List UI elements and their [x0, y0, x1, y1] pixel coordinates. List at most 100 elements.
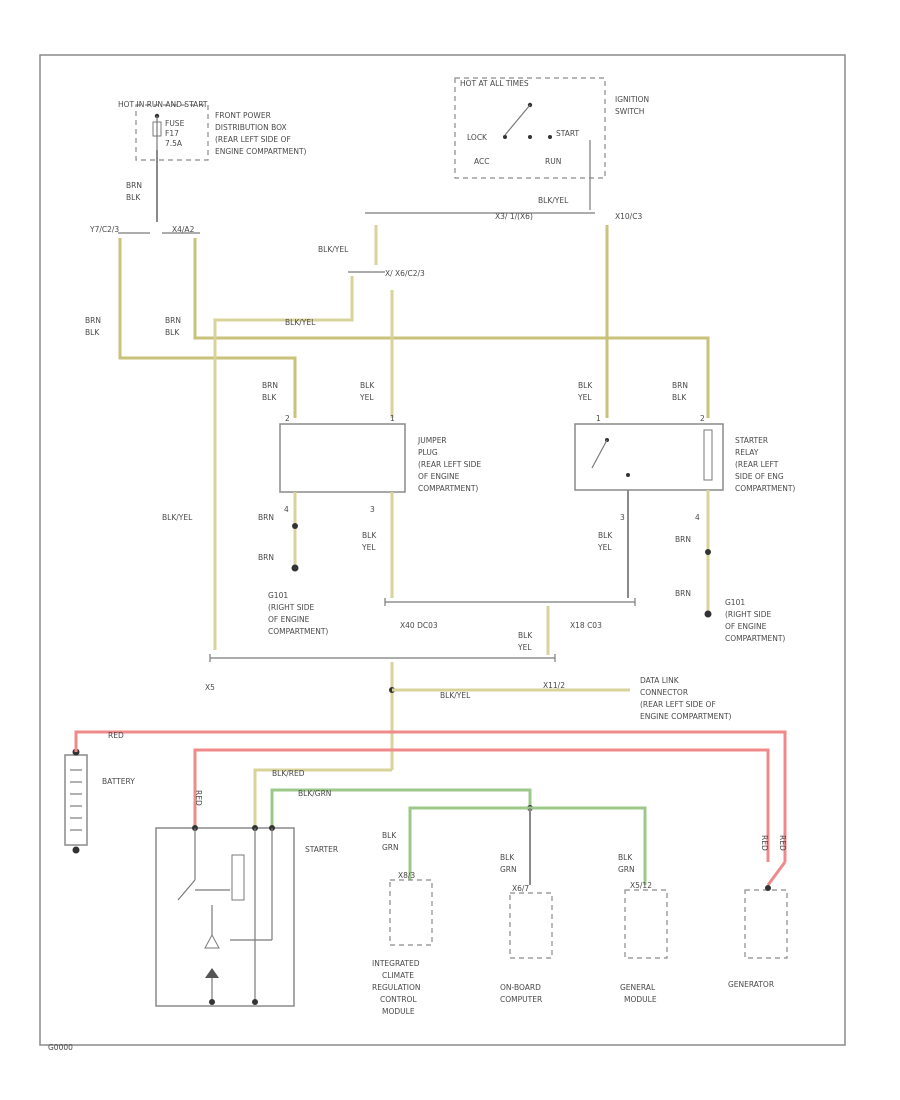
wire-jp-yel-b: YEL [361, 543, 376, 552]
g2-0: G101 [725, 598, 745, 607]
sr-pin-4: 4 [695, 513, 700, 522]
dl-label-2: (REAR LEFT SIDE OF [640, 700, 716, 709]
battery-label: BATTERY [102, 777, 135, 786]
ignition-switch: HOT AT ALL TIMES LOCK START ACC RUN IGNI… [454, 77, 649, 179]
wire-sr-brn-b: BRN [675, 589, 691, 598]
wire-jp-yel-top2: YEL [359, 393, 374, 402]
conn-ign-main: X3/ 1/(X6) [495, 212, 533, 221]
wire-red-gen2: RED [778, 835, 787, 851]
jp-label-0: JUMPER [417, 436, 447, 445]
wire-blk-yel-3: BLK/YEL [285, 318, 316, 327]
jp-label-1: PLUG [418, 448, 438, 457]
sr-pin-1: 1 [596, 414, 601, 423]
fuse-block-title: HOT IN RUN AND START [118, 100, 208, 109]
conn-ign-right: X10/C3 [615, 212, 642, 221]
sr-pin-2: 2 [700, 414, 705, 423]
sr-label-4: COMPARTMENT) [735, 484, 795, 493]
wire-sr-blk-b: BLK [598, 531, 613, 540]
generator: GENERATOR [728, 885, 788, 989]
gm-0: GENERAL [620, 983, 656, 992]
sr-label-1: RELAY [735, 448, 759, 457]
dl-label-0: DATA LINK [640, 676, 680, 685]
jp-pin-bl: 4 [284, 505, 289, 514]
ign-pos-lock: LOCK [467, 133, 488, 142]
wire-red-left: RED [194, 790, 203, 806]
wire-dl-blk-yel: BLK/YEL [440, 691, 471, 700]
icrcm-1: CLIMATE [382, 971, 414, 980]
obc-0: ON-BOARD [500, 983, 541, 992]
jp-label-3: OF ENGINE [418, 472, 460, 481]
starter: STARTER [155, 825, 338, 1007]
sr-label-0: STARTER [735, 436, 768, 445]
ign-label-0: IGNITION [615, 95, 649, 104]
icrcm-3: CONTROL [380, 995, 417, 1004]
dl-pin: X11/2 [543, 681, 565, 690]
starter-relay: BLK YEL BRN BLK 1 2 3 4 STARTER RELAY (R… [574, 381, 795, 522]
wire-jp-brn-top: BRN [262, 381, 278, 390]
obc-module: X6/7 ON-BOARD COMPUTER [500, 884, 553, 1004]
figure-id: G0000 [48, 1043, 73, 1052]
wire-blk-yel-2: BLK/YEL [318, 245, 349, 254]
splice-bottom: X5 [205, 683, 215, 692]
ign-pos-start: START [556, 129, 580, 138]
fuse-block: HOT IN RUN AND START FUSE F17 7.5A FRONT… [118, 100, 307, 161]
sr-label-2: (REAR LEFT [735, 460, 779, 469]
wire-brn-2: BRN [85, 316, 101, 325]
wire-obc-blk: BLK [500, 853, 515, 862]
g1-0: G101 [268, 591, 288, 600]
wire-jp-brn-b: BRN [258, 553, 274, 562]
wire-bus-blk: BLK [518, 631, 533, 640]
wire-jp-blk-top: BLK [262, 393, 277, 402]
battery: BATTERY [64, 748, 135, 854]
icrcm-pin: X8/3 [398, 871, 415, 880]
splice-left: X40 DC03 [400, 621, 438, 630]
wire-blk-yel-ign: BLK/YEL [538, 196, 569, 205]
gm-module: X5/12 GENERAL MODULE [620, 881, 668, 1004]
jp-label-4: COMPARTMENT) [418, 484, 478, 493]
fuse-rating: 7.5A [165, 139, 183, 148]
g1-2: OF ENGINE [268, 615, 310, 624]
wire-sr-yel-b: YEL [597, 543, 612, 552]
jp-pin-br: 3 [370, 505, 375, 514]
conn-mid: X/ X6/C2/3 [385, 269, 425, 278]
wire-gm-blk: BLK [618, 853, 633, 862]
wire-sr-brn-a: BRN [675, 535, 691, 544]
dl-label-1: CONNECTOR [640, 688, 688, 697]
wire-icrcm-blk: BLK [382, 831, 397, 840]
icrcm-module: X8/3 INTEGRATED CLIMATE REGULATION CONTR… [372, 871, 433, 1016]
wire-blk-3: BLK [165, 328, 180, 337]
wire-jp-blk-b: BLK [362, 531, 377, 540]
wire-sr-blk2: BLK [672, 393, 687, 402]
jp-pin-tl: 2 [285, 414, 290, 423]
ign-title: HOT AT ALL TIMES [460, 79, 529, 88]
icrcm-0: INTEGRATED [372, 959, 420, 968]
obc-1: COMPUTER [500, 995, 542, 1004]
wire-red-gen1: RED [760, 835, 769, 851]
g1-1: (RIGHT SIDE [268, 603, 315, 612]
splice-right: X18 C03 [570, 621, 602, 630]
jumper-plug: BRN BLK BLK YEL 2 1 4 3 JUMPER PLUG (REA… [262, 381, 481, 514]
ign-label-1: SWITCH [615, 107, 644, 116]
wire-blk-grn-combo: BLK/GRN [298, 789, 331, 798]
starter-label: STARTER [305, 845, 338, 854]
wire-brn-1: BRN [126, 181, 142, 190]
gm-1: MODULE [624, 995, 657, 1004]
wire-jp-brn-a: BRN [258, 513, 274, 522]
wire-brn-3: BRN [165, 316, 181, 325]
ign-pos-run: RUN [545, 157, 561, 166]
dl-label-3: ENGINE COMPARTMENT) [640, 712, 732, 721]
obc-pin: X6/7 [512, 884, 529, 893]
fuse-id: F17 [165, 129, 179, 138]
conn-top-left-b: X4/A2 [172, 225, 195, 234]
wire-obc-grn: GRN [500, 865, 517, 874]
sr-pin-3: 3 [620, 513, 625, 522]
wire-jp-blk-top2: BLK [360, 381, 375, 390]
fuse-label: FUSE [165, 119, 185, 128]
g2-3: COMPARTMENT) [725, 634, 785, 643]
wire-blk-2: BLK [85, 328, 100, 337]
jp-pin-tr: 1 [390, 414, 395, 423]
icrcm-4: MODULE [382, 1007, 415, 1016]
g2-1: (RIGHT SIDE [725, 610, 772, 619]
wire-sr-yel: YEL [577, 393, 592, 402]
